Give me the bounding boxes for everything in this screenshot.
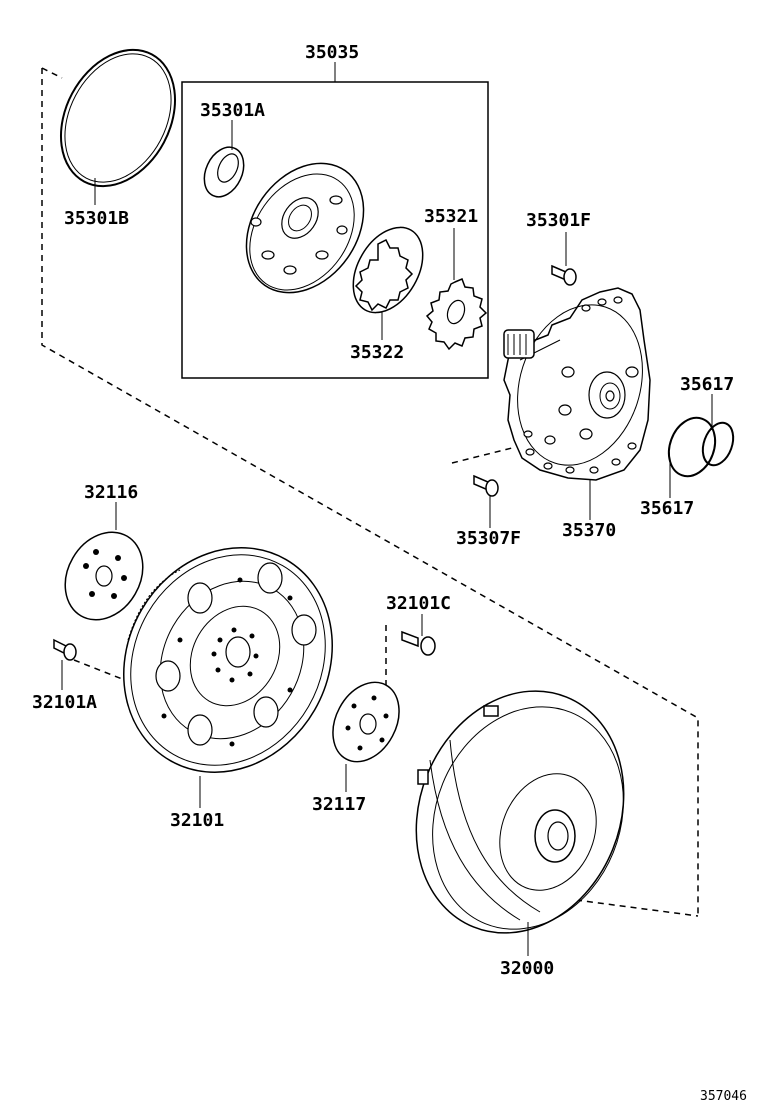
label-35322: 35322 [350,342,404,363]
o-ring-35301b [59,48,177,205]
figure-number: 357046 [700,1089,747,1104]
label-32000: 32000 [500,958,554,979]
label-35301f: 35301F [526,210,591,231]
bolt-35301f [551,232,577,286]
label-35301a: 35301A [200,100,265,121]
label-35301b: 35301B [64,208,129,229]
oil-seal-35301a [203,120,245,198]
drive-plate-32101 [123,547,333,808]
label-32101: 32101 [170,810,224,831]
label-35307f: 35307F [456,528,521,549]
spacer-plate-32116 [64,502,144,621]
pump-body-plate [245,162,365,294]
seal-rings-35617 [667,394,735,498]
kit-box-35035 [181,62,489,379]
label-35617-bottom: 35617 [640,498,694,519]
driven-gear-35322 [352,226,424,340]
label-35370: 35370 [562,520,616,541]
bolt-32101a [53,638,77,690]
label-35035: 35035 [305,42,359,63]
bolt-32101c [401,614,436,656]
label-35321: 35321 [424,206,478,227]
torque-converter-32000 [415,690,625,956]
spacer-plate-32117 [332,681,400,792]
label-32117: 32117 [312,794,366,815]
drive-gear-35321 [425,228,488,351]
oil-pump-body-35370 [503,287,651,520]
label-32116: 32116 [84,482,138,503]
label-35617-top: 35617 [680,374,734,395]
bolt-35307f [473,474,499,528]
label-32101c: 32101C [386,593,451,614]
label-32101a: 32101A [32,692,97,713]
